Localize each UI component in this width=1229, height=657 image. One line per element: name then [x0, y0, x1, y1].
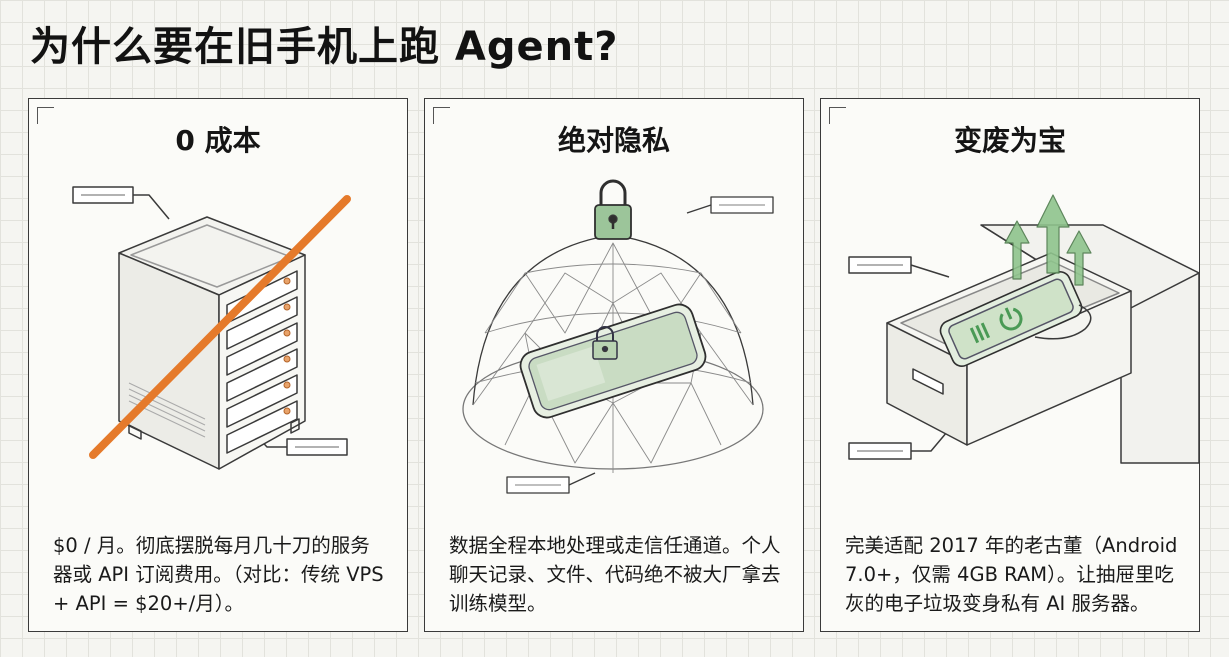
panel-title: 变废为宝 [953, 124, 1066, 157]
lock-icon [594, 179, 632, 240]
panel-description: 数据全程本地处理或走信任通道。个人聊天记录、文件、代码绝不被大厂拿去训练模型。 [449, 534, 781, 615]
panel-zero-cost: 0 成本 [28, 98, 408, 632]
arrow-up-icon [1004, 194, 1092, 286]
corner-mark [829, 107, 846, 124]
panel-description: $0 / 月。彻底摆脱每月几十刀的服务器或 API 订阅费用。（对比：传统 VP… [53, 534, 384, 615]
panel-title: 0 成本 [175, 124, 261, 157]
panel-privacy: 绝对隐私 [424, 98, 804, 632]
panel-title: 绝对隐私 [557, 124, 670, 157]
panel-upcycle: 变废为宝 [820, 98, 1200, 632]
server-rack-icon [72, 186, 351, 470]
panel-description: 完美适配 2017 年的老古董（Android 7.0+，仅需 4GB RAM）… [845, 534, 1178, 615]
corner-mark [433, 107, 450, 124]
privacy-dome-icon [462, 179, 774, 494]
page-title: 为什么要在旧手机上跑 Agent? [30, 24, 619, 70]
drawer-phone-icon [848, 194, 1199, 464]
cross-out-line [89, 195, 351, 459]
corner-mark [37, 107, 54, 124]
